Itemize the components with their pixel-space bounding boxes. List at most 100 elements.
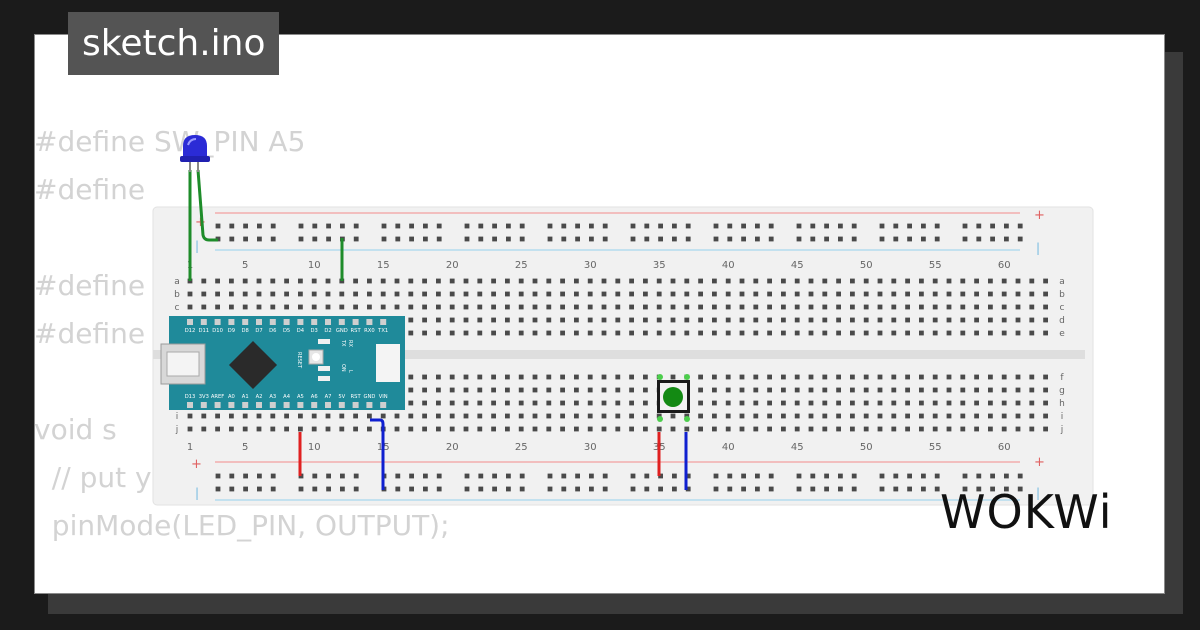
breadboard-hole[interactable]	[587, 400, 593, 406]
breadboard-hole[interactable]	[394, 304, 400, 310]
breadboard-hole[interactable]	[822, 374, 828, 380]
breadboard-hole[interactable]	[863, 387, 869, 393]
breadboard-hole[interactable]	[684, 426, 690, 432]
nano-pin[interactable]	[380, 319, 387, 325]
breadboard-hole[interactable]	[739, 374, 745, 380]
breadboard-hole[interactable]	[794, 400, 800, 406]
breadboard-hole[interactable]	[353, 304, 358, 310]
breadboard-hole[interactable]	[546, 291, 552, 297]
breadboard-hole[interactable]	[725, 278, 731, 284]
breadboard-hole[interactable]	[863, 304, 869, 310]
breadboard-hole[interactable]	[506, 223, 511, 229]
breadboard-hole[interactable]	[409, 223, 414, 229]
breadboard-hole[interactable]	[422, 400, 427, 406]
breadboard-hole[interactable]	[684, 413, 690, 419]
breadboard-hole[interactable]	[808, 426, 814, 432]
breadboard-hole[interactable]	[242, 304, 248, 310]
breadboard-hole[interactable]	[506, 236, 511, 242]
breadboard-hole[interactable]	[990, 473, 995, 479]
breadboard-hole[interactable]	[932, 400, 938, 406]
breadboard-hole[interactable]	[739, 317, 745, 323]
breadboard-hole[interactable]	[518, 426, 524, 432]
breadboard-hole[interactable]	[794, 387, 800, 393]
breadboard-hole[interactable]	[215, 223, 221, 229]
breadboard-hole[interactable]	[712, 304, 717, 310]
breadboard-hole[interactable]	[739, 426, 745, 432]
breadboard-hole[interactable]	[698, 330, 703, 336]
breadboard-hole[interactable]	[822, 278, 828, 284]
breadboard-hole[interactable]	[491, 387, 496, 393]
breadboard-hole[interactable]	[1029, 387, 1035, 393]
breadboard-hole[interactable]	[932, 330, 938, 336]
breadboard-hole[interactable]	[796, 236, 802, 242]
nano-pin[interactable]	[311, 402, 318, 408]
breadboard-hole[interactable]	[988, 387, 993, 393]
nano-pin[interactable]	[242, 402, 249, 408]
breadboard-hole[interactable]	[670, 304, 676, 310]
breadboard-hole[interactable]	[976, 486, 982, 492]
breadboard-hole[interactable]	[932, 317, 938, 323]
breadboard-hole[interactable]	[643, 426, 648, 432]
breadboard-hole[interactable]	[477, 317, 483, 323]
nano-pin[interactable]	[283, 402, 290, 408]
nano-pin[interactable]	[325, 402, 331, 408]
breadboard-hole[interactable]	[753, 387, 759, 393]
breadboard-hole[interactable]	[615, 304, 621, 310]
breadboard-hole[interactable]	[879, 486, 885, 492]
breadboard-hole[interactable]	[325, 291, 331, 297]
breadboard-hole[interactable]	[312, 223, 318, 229]
breadboard-hole[interactable]	[1029, 426, 1035, 432]
breadboard-hole[interactable]	[575, 473, 580, 479]
breadboard-hole[interactable]	[629, 387, 634, 393]
breadboard-hole[interactable]	[381, 236, 387, 242]
breadboard-hole[interactable]	[808, 387, 814, 393]
breadboard-hole[interactable]	[656, 426, 662, 432]
breadboard-hole[interactable]	[325, 304, 331, 310]
breadboard-hole[interactable]	[201, 426, 207, 432]
breadboard-hole[interactable]	[547, 236, 553, 242]
breadboard-hole[interactable]	[298, 278, 303, 284]
breadboard-hole[interactable]	[506, 486, 511, 492]
breadboard-hole[interactable]	[587, 291, 593, 297]
breadboard-hole[interactable]	[905, 374, 910, 380]
breadboard-hole[interactable]	[1001, 374, 1007, 380]
breadboard-hole[interactable]	[781, 278, 786, 284]
breadboard-hole[interactable]	[767, 400, 772, 406]
nano-pin[interactable]	[297, 319, 304, 325]
breadboard-hole[interactable]	[298, 304, 303, 310]
breadboard-hole[interactable]	[491, 413, 496, 419]
breadboard-hole[interactable]	[478, 486, 484, 492]
breadboard-hole[interactable]	[863, 413, 869, 419]
breadboard-hole[interactable]	[643, 387, 648, 393]
breadboard-hole[interactable]	[532, 387, 538, 393]
nano-pin[interactable]	[325, 319, 331, 325]
breadboard-hole[interactable]	[270, 278, 276, 284]
breadboard-hole[interactable]	[1043, 304, 1048, 310]
breadboard-hole[interactable]	[1015, 291, 1021, 297]
breadboard-hole[interactable]	[353, 291, 358, 297]
breadboard-hole[interactable]	[615, 413, 621, 419]
breadboard-hole[interactable]	[932, 291, 938, 297]
breadboard-hole[interactable]	[270, 236, 276, 242]
breadboard-hole[interactable]	[243, 223, 248, 229]
nano-pin[interactable]	[256, 319, 262, 325]
nano-pin[interactable]	[228, 402, 235, 408]
breadboard-hole[interactable]	[822, 304, 828, 310]
breadboard-hole[interactable]	[284, 291, 289, 297]
breadboard-hole[interactable]	[725, 413, 731, 419]
breadboard-hole[interactable]	[630, 486, 636, 492]
breadboard-hole[interactable]	[546, 317, 552, 323]
breadboard-hole[interactable]	[629, 304, 634, 310]
breadboard-hole[interactable]	[684, 317, 690, 323]
breadboard-hole[interactable]	[824, 223, 829, 229]
breadboard-hole[interactable]	[464, 223, 470, 229]
breadboard-hole[interactable]	[367, 426, 372, 432]
breadboard-hole[interactable]	[491, 317, 496, 323]
breadboard-hole[interactable]	[201, 291, 207, 297]
breadboard-hole[interactable]	[808, 374, 814, 380]
breadboard-hole[interactable]	[629, 374, 634, 380]
breadboard-hole[interactable]	[1001, 400, 1007, 406]
breadboard-hole[interactable]	[436, 317, 441, 323]
breadboard-hole[interactable]	[395, 473, 401, 479]
